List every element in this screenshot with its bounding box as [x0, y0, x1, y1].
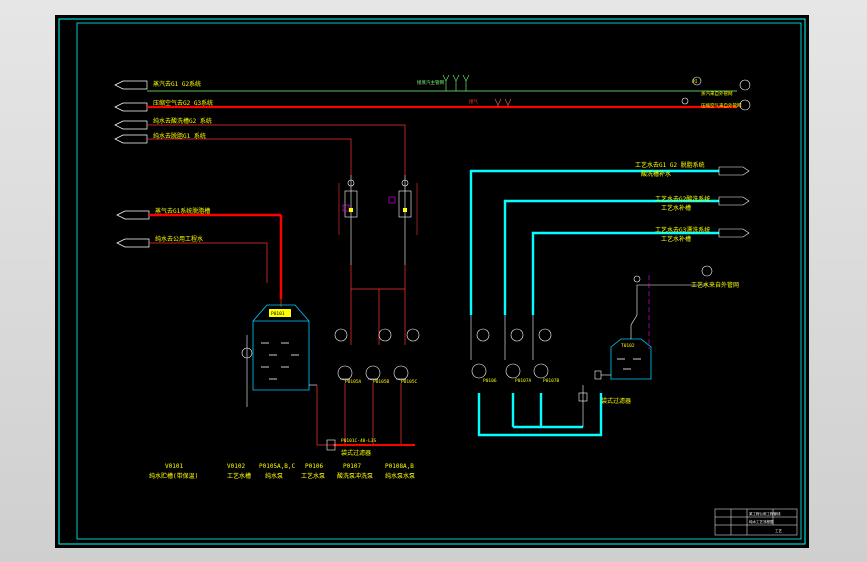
svg-text:V0102: V0102: [227, 463, 245, 470]
air-source-note: 接气: [469, 98, 478, 105]
filter-right: [578, 370, 611, 427]
svg-text:工艺水泵: 工艺水泵: [301, 472, 325, 480]
tank-v0102-feed: [630, 265, 713, 349]
pw-label-4: 工艺水来自外管网: [691, 281, 739, 289]
top-valves: [442, 74, 512, 107]
tank-v0102-tag: T0102: [621, 343, 635, 349]
pump-p5: [505, 363, 521, 379]
title-block-r1: 某工程公用工程管线: [749, 511, 781, 516]
svg-text:工艺水槽: 工艺水槽: [227, 472, 251, 480]
pump-gauges-left: [334, 328, 420, 342]
process-water-arrows: [718, 166, 750, 238]
tank-v0101: [252, 304, 310, 391]
svg-text:纯水泵: 纯水泵: [265, 472, 283, 480]
inlet-label-5: 蒸气去G1系统脱脂槽: [155, 207, 210, 215]
pump-p1-tag: P0105A: [345, 379, 362, 385]
pump-p4: [471, 363, 487, 379]
pump-p3: [393, 365, 409, 381]
tank-v0102: [610, 338, 652, 380]
equipment-legend: V0101 纯水贮槽(带保温) V0102 工艺水槽 P0105A,B,C 纯水…: [149, 463, 415, 480]
process-water-lines: [469, 169, 719, 437]
inlet-label-6: 纯水去公用工程水: [155, 235, 203, 243]
steam-source-note: 接蒸汽主管网: [417, 79, 444, 86]
title-block: [714, 508, 798, 536]
pump-p6-tag: P0107B: [543, 378, 560, 384]
svg-text:P0108A,B: P0108A,B: [385, 463, 414, 470]
tank-v0101-tag: P0101: [271, 311, 285, 317]
steam-right-note: 蒸汽来自外管网: [701, 90, 733, 97]
pump-p6: [533, 363, 549, 379]
svg-text:酸洗泵冲洗泵: 酸洗泵冲洗泵: [337, 472, 373, 480]
air-right-note: 压缩空气来自外管网: [701, 102, 742, 109]
pid-diagram: 接蒸汽主管网 接气 PI 蒸汽来自外管网 压缩空气来自外管网 蒸汽去G1 G2系…: [58, 18, 806, 545]
instrument-station-right: [388, 175, 418, 265]
svg-text:P0107: P0107: [343, 463, 361, 470]
filter-left: [326, 439, 336, 451]
instrument-station-left: [338, 175, 358, 265]
pw-label-1a: 工艺水去G1 G2 脱脂系统: [635, 161, 705, 169]
steam-pi-tag: PI: [692, 79, 698, 85]
outer-frame: [58, 18, 806, 545]
pump-p5-tag: P0107A: [515, 378, 532, 384]
pump-p4-tag: P0106: [483, 378, 497, 384]
pump-p2-tag: P0105B: [373, 379, 390, 385]
right-connectors: [681, 76, 751, 111]
inlet-label-4: 纯水去脱脂G1 系统: [153, 132, 206, 140]
drawing-sheet: 接蒸汽主管网 接气 PI 蒸汽来自外管网 压缩空气来自外管网 蒸汽去G1 G2系…: [55, 15, 809, 548]
pump-p1: [337, 365, 353, 381]
svg-text:P0105A,B,C: P0105A,B,C: [259, 463, 296, 470]
svg-text:纯水贮槽(带保温): 纯水贮槽(带保温): [149, 472, 198, 480]
pw-label-1b: 酸洗槽补水: [641, 170, 671, 178]
title-block-r3: 工艺: [775, 528, 783, 533]
svg-text:V0101: V0101: [165, 463, 183, 470]
filter-left-label: 袋式过滤器: [341, 449, 371, 457]
pump-p2: [365, 365, 381, 381]
svg-text:P0106: P0106: [305, 463, 323, 470]
inlet-label-3: 纯水去酸洗槽G2 系统: [153, 117, 212, 125]
inlet-label-2: 压缩空气去G2 G3系统: [153, 99, 213, 107]
inlet-arrows: [114, 80, 150, 248]
line-number: P0101C-40-L3S: [341, 438, 377, 444]
pump-header: [316, 265, 406, 446]
title-block-r2: 纯水工艺流程图: [749, 519, 774, 524]
svg-text:纯水泵水泵: 纯水泵水泵: [385, 472, 415, 480]
pw-label-2b: 工艺水补槽: [661, 204, 691, 212]
tank-v0101-level: [241, 335, 253, 407]
inlet-label-1: 蒸汽去G1 G2系统: [153, 80, 201, 88]
pump-gauges-right: [470, 315, 552, 360]
tank-v0101-plate: [269, 309, 291, 317]
pump-p3-tag: P0105C: [401, 379, 418, 385]
inner-frame: [76, 22, 802, 540]
filter-right-label: 袋式过滤器: [601, 397, 631, 405]
pw-label-3a: 工艺水去G3漂洗系统: [655, 226, 710, 234]
pw-label-2a: 工艺水去G2酸洗系统: [655, 195, 710, 203]
pw-label-3b: 工艺水补槽: [661, 235, 691, 243]
